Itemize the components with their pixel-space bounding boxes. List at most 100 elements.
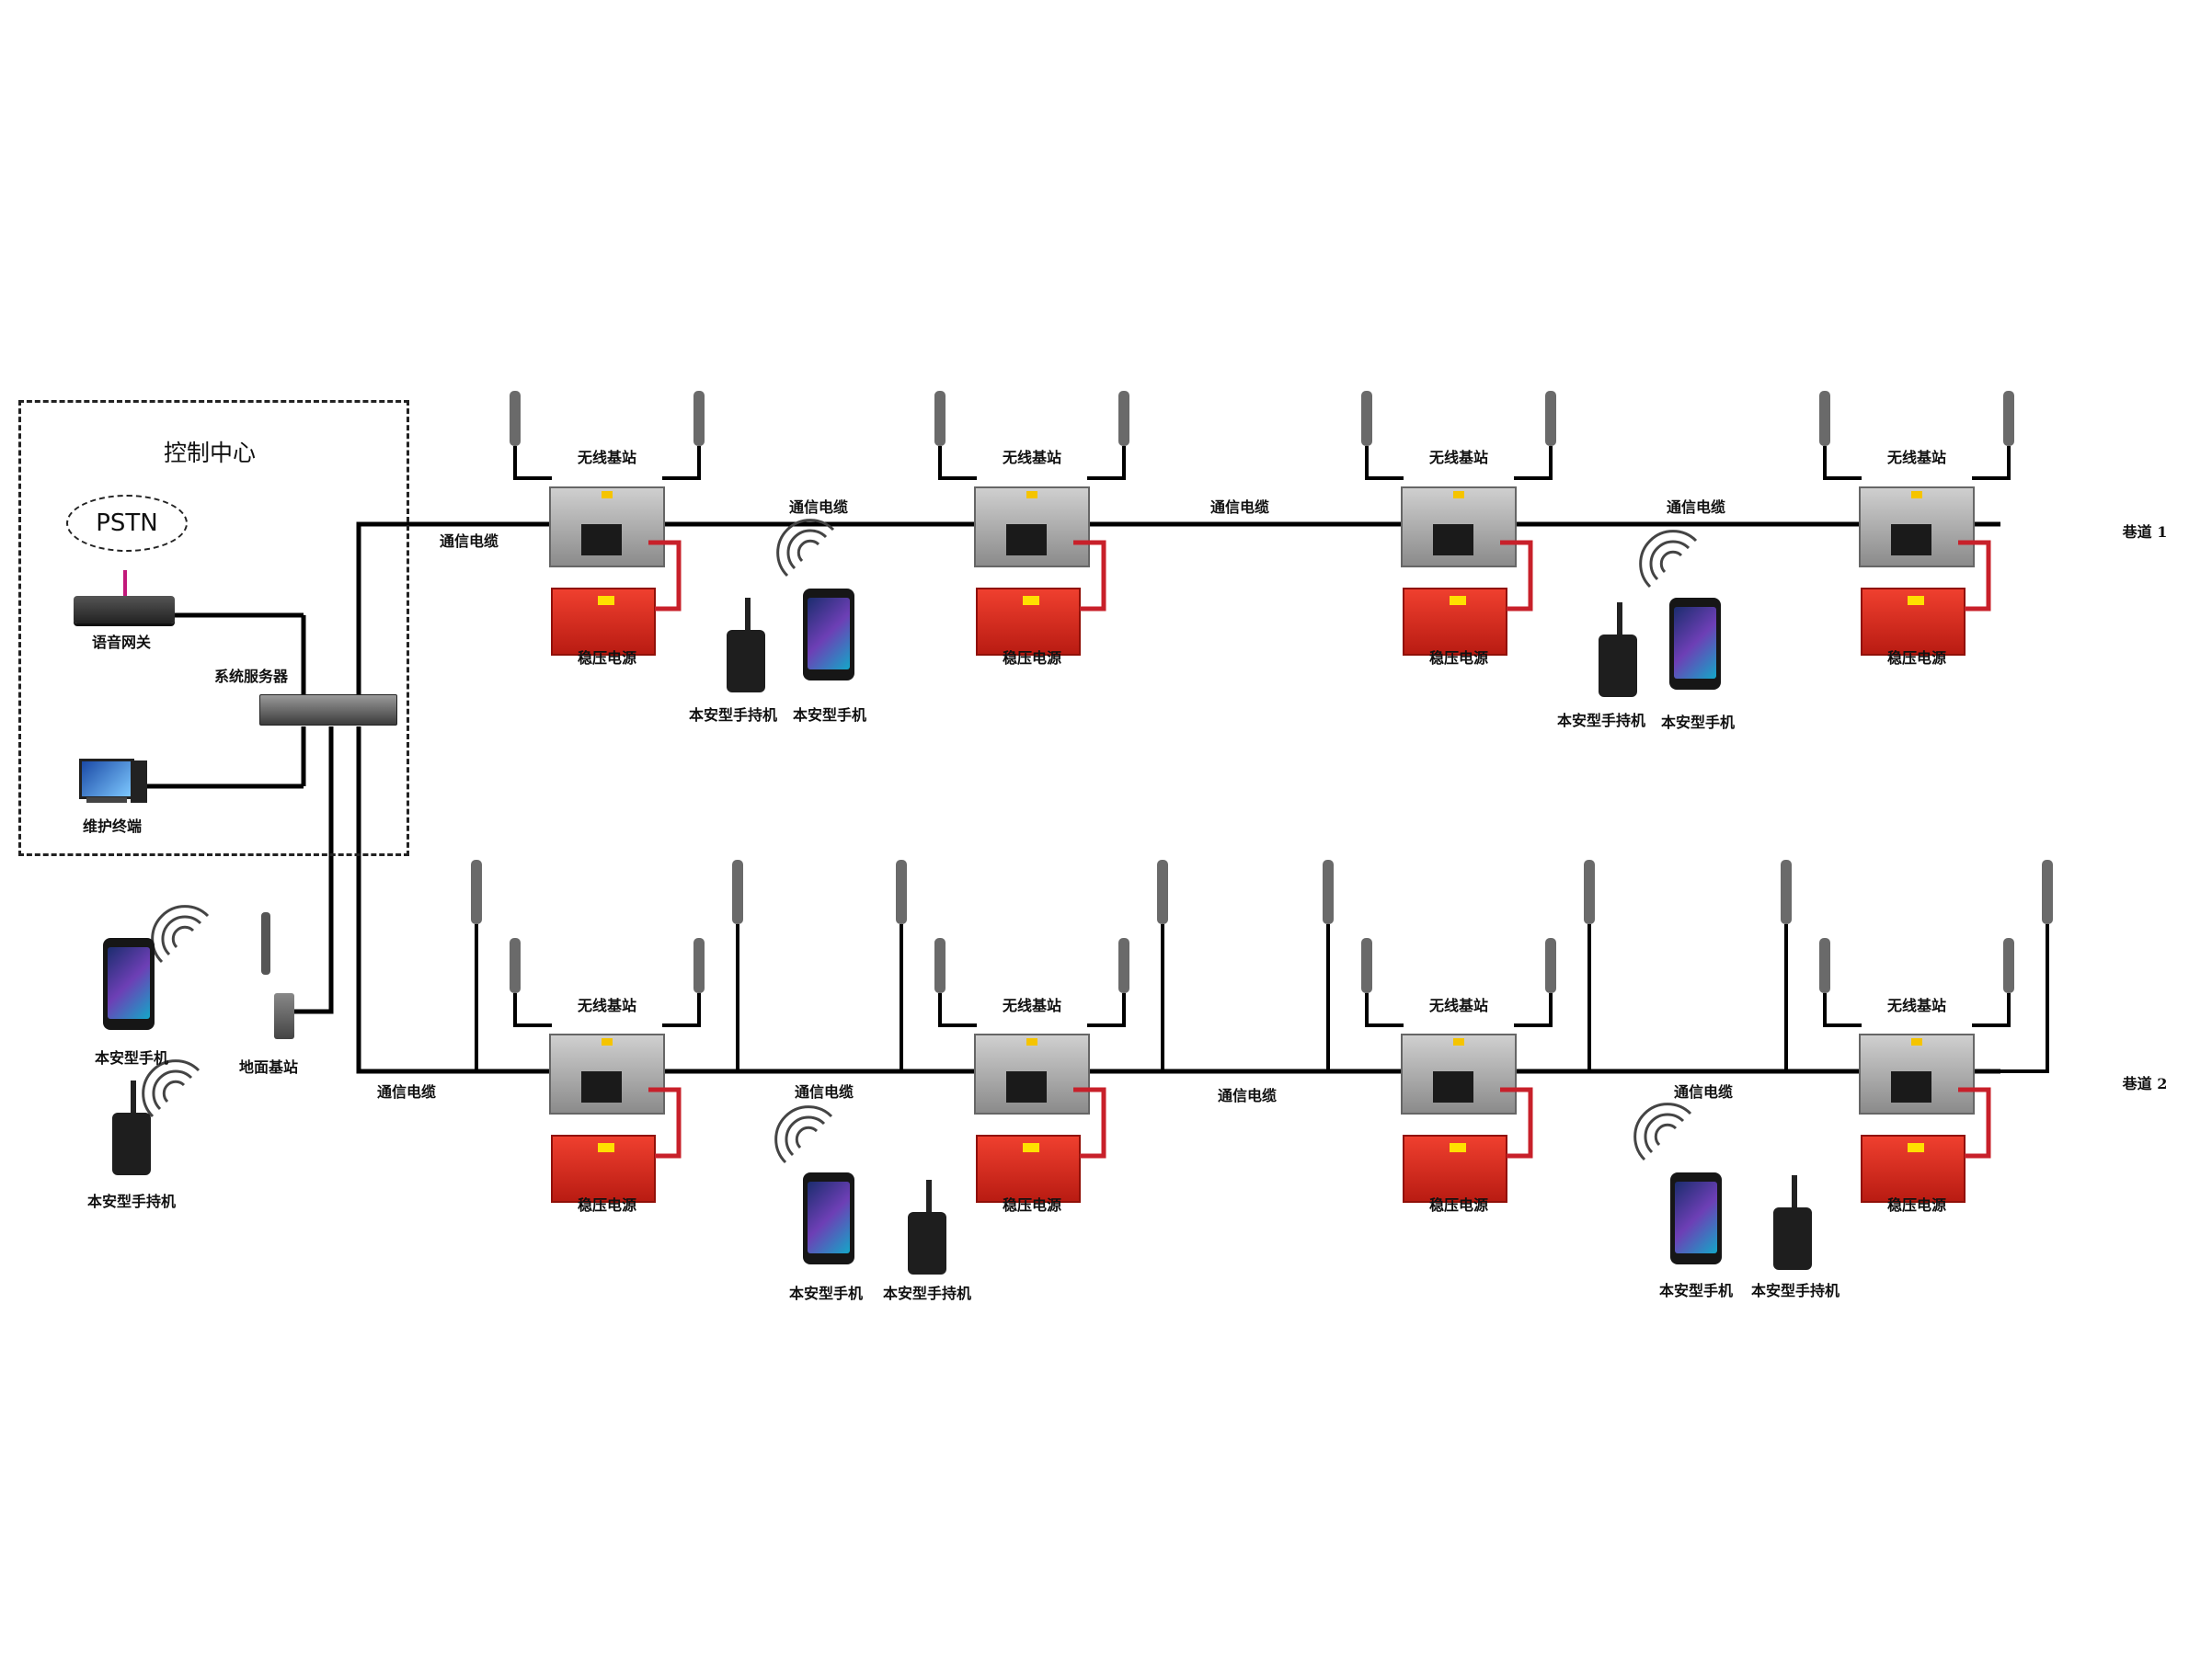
- surface-antenna-icon: [261, 912, 270, 975]
- t2-s3-power-cable: [1500, 1087, 1533, 1159]
- t2-s3-antenna-feed: [1514, 993, 1553, 1027]
- surface-base-station-icon: [274, 993, 294, 1039]
- t2-s1-station-badge: [602, 1038, 613, 1046]
- t2-b-wifi-icon: [1644, 1113, 1685, 1154]
- t2-s3-antenna-icon: [1361, 938, 1372, 993]
- t1-b-phone-icon: [1669, 598, 1721, 690]
- t2-s4-station-screen: [1891, 1071, 1931, 1103]
- t1-s2-station-screen: [1006, 524, 1047, 555]
- t2-s2-antenna-icon: [934, 938, 946, 993]
- t2-s1-antenna-feed: [664, 924, 739, 1073]
- t2-s2-antenna-feed: [900, 924, 975, 1073]
- t2-s3-antenna-feed: [1326, 924, 1402, 1073]
- surface-radio-antenna-icon: [131, 1081, 136, 1117]
- t2-s1-power-badge: [598, 1143, 614, 1152]
- computer-icon: [79, 759, 147, 805]
- t1-cable-label-3: 通信电缆: [1209, 498, 1270, 516]
- t2-b-wifi-icon: [1633, 1103, 1692, 1161]
- t2-station-1-label: 无线基站: [577, 997, 637, 1014]
- t1-s1-station-screen: [581, 524, 622, 555]
- t2-station-4-label: 无线基站: [1886, 997, 1947, 1014]
- t2-a-handheld-radio-icon: [908, 1212, 946, 1275]
- t2-s4-antenna-icon: [1781, 860, 1792, 924]
- t1-s1-power-badge: [598, 596, 614, 605]
- t2-s2-antenna-icon: [896, 860, 907, 924]
- t2-phone-b-label: 本安型手机: [1658, 1282, 1734, 1299]
- control-center-boundary: [18, 400, 409, 856]
- t2-handheld-a-label: 本安型手持机: [882, 1285, 972, 1302]
- surface-radio-wifi-icon: [142, 1059, 201, 1118]
- t1-s4-station-badge: [1911, 491, 1922, 498]
- t2-s1-antenna-icon: [693, 938, 705, 993]
- t1-s2-antenna-feed: [938, 446, 977, 480]
- surface-radio-wifi-icon: [162, 1080, 186, 1103]
- t1-s4-power-badge: [1908, 596, 1924, 605]
- t1-power-3-label: 稳压电源: [1428, 649, 1489, 667]
- t2-s1-antenna-icon: [471, 860, 482, 924]
- t1-s1-power-cable: [648, 540, 682, 612]
- system-server-label: 系统服务器: [213, 668, 289, 685]
- t2-s2-power-badge: [1023, 1143, 1039, 1152]
- t2-s4-power-cable: [1958, 1087, 1991, 1159]
- t1-b-handheld-radio-icon: [1599, 635, 1637, 697]
- pstn-node: PSTN: [66, 495, 188, 552]
- t1-s2-antenna-feed: [1087, 446, 1126, 480]
- t1-power-1-label: 稳压电源: [577, 649, 637, 667]
- t1-s2-station-badge: [1026, 491, 1037, 498]
- voice-gateway-label: 语音网关: [91, 634, 152, 651]
- t1-cable-label-2: 通信电缆: [788, 498, 849, 516]
- t1-a-wifi-icon: [776, 519, 835, 577]
- t1-a-wifi-icon: [786, 529, 828, 570]
- surface-handheld-label: 本安型手持机: [86, 1193, 177, 1210]
- t2-s2-station-badge: [1026, 1038, 1037, 1046]
- t1-s2-power-badge: [1023, 596, 1039, 605]
- t2-cable-label-1: 通信电缆: [376, 1083, 437, 1101]
- t1-cable-label-1: 通信电缆: [439, 532, 499, 550]
- t2-s4-power-badge: [1908, 1143, 1924, 1152]
- t1-a-handheld-radio-icon: [727, 630, 765, 692]
- t1-power-2-label: 稳压电源: [1002, 649, 1062, 667]
- t1-a-wifi-icon: [797, 539, 820, 563]
- surface-wifi-icon: [151, 905, 210, 964]
- t2-s4-antenna-feed: [1784, 924, 1860, 1073]
- t1-b-wifi-icon: [1639, 530, 1698, 589]
- t2-power-2-label: 稳压电源: [1002, 1196, 1062, 1214]
- t1-s1-station-badge: [602, 491, 613, 498]
- t2-b-phone-screen: [1675, 1182, 1717, 1253]
- t2-b-radio-antenna-icon: [1792, 1175, 1797, 1212]
- t2-station-2-label: 无线基站: [1002, 997, 1062, 1014]
- t2-station-3-label: 无线基站: [1428, 997, 1489, 1014]
- surface-wifi-icon: [171, 925, 195, 949]
- t1-s3-power-badge: [1450, 596, 1466, 605]
- t1-handheld-a-label: 本安型手持机: [688, 706, 778, 724]
- t2-power-3-label: 稳压电源: [1428, 1196, 1489, 1214]
- t2-s1-antenna-feed: [513, 993, 552, 1027]
- t1-s3-antenna-icon: [1545, 391, 1556, 446]
- t1-s1-antenna-icon: [693, 391, 705, 446]
- t2-s2-antenna-feed: [1089, 924, 1164, 1073]
- t2-s2-antenna-feed: [938, 993, 977, 1027]
- t2-cable-label-4: 通信电缆: [1673, 1083, 1734, 1101]
- t2-s1-antenna-icon: [732, 860, 743, 924]
- t1-s4-antenna-icon: [1819, 391, 1830, 446]
- surface-base-station-label: 地面基站: [238, 1058, 299, 1076]
- t2-a-wifi-icon: [774, 1105, 833, 1164]
- t2-s4-antenna-icon: [2042, 860, 2053, 924]
- surface-phone-screen: [108, 947, 150, 1019]
- t2-s3-antenna-icon: [1545, 938, 1556, 993]
- t2-s1-antenna-feed: [662, 993, 701, 1027]
- t2-s2-antenna-icon: [1157, 860, 1168, 924]
- t2-s3-antenna-feed: [1516, 924, 1591, 1073]
- t2-s4-antenna-feed: [1972, 993, 2011, 1027]
- control-center-title: 控制中心: [164, 440, 257, 466]
- t1-b-wifi-icon: [1659, 550, 1683, 574]
- t1-s3-antenna-icon: [1361, 391, 1372, 446]
- surface-phone-label: 本安型手机: [94, 1049, 169, 1067]
- t2-s2-antenna-feed: [1087, 993, 1126, 1027]
- t1-s4-station-screen: [1891, 524, 1931, 555]
- t2-a-phone-icon: [803, 1172, 854, 1264]
- voice-gateway-icon: [74, 596, 175, 623]
- t1-station-1-label: 无线基站: [577, 449, 637, 466]
- t1-power-4-label: 稳压电源: [1886, 649, 1947, 667]
